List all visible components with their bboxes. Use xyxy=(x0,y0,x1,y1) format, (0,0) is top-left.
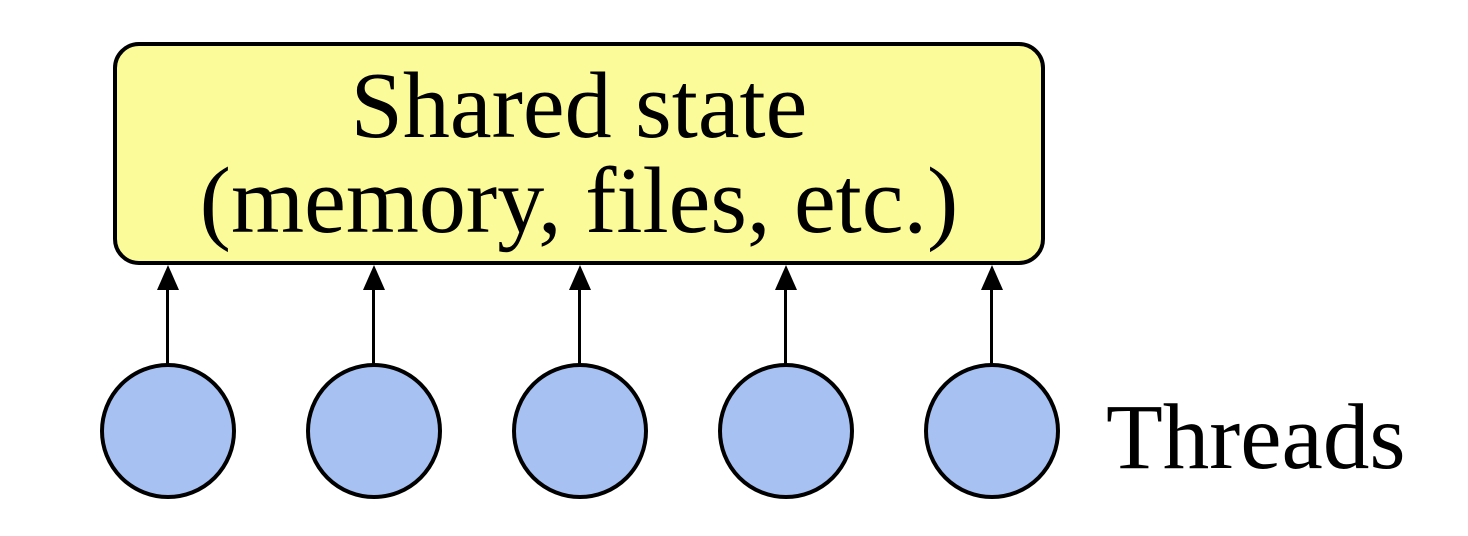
arrow-up-line xyxy=(989,288,994,364)
threads-label: Threads xyxy=(1106,386,1406,489)
thread-circle xyxy=(305,363,442,499)
arrow-up-icon xyxy=(774,265,797,290)
thread-circle xyxy=(99,363,236,499)
arrow-up-icon xyxy=(980,265,1003,290)
arrow-up-line xyxy=(165,288,170,364)
arrow-up-icon xyxy=(156,265,179,290)
shared-state-subtitle: (memory, files, etc.) xyxy=(199,148,959,253)
shared-state-box: Shared state (memory, files, etc.) xyxy=(113,42,1045,265)
shared-state-title: Shared state xyxy=(350,53,808,158)
thread-circle xyxy=(717,363,854,499)
arrow-up-line xyxy=(371,288,376,364)
arrow-up-line xyxy=(577,288,582,364)
thread-circle xyxy=(511,363,648,499)
thread-circle xyxy=(923,363,1060,499)
arrow-up-icon xyxy=(362,265,385,290)
arrow-up-icon xyxy=(568,265,591,290)
arrow-up-line xyxy=(783,288,788,364)
